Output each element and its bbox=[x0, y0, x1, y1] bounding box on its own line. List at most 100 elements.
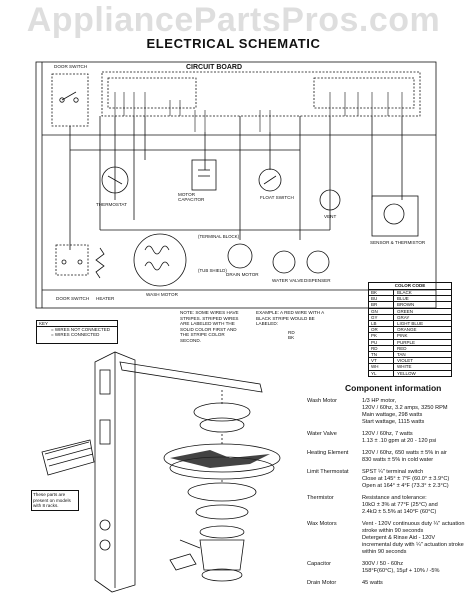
component-name: Drain Motor bbox=[307, 580, 337, 586]
color-name: LIGHT BLUE bbox=[397, 321, 424, 327]
schematic-title: ELECTRICAL SCHEMATIC bbox=[146, 36, 321, 51]
key-title: KEY bbox=[37, 321, 117, 327]
color-abbr: BR bbox=[369, 302, 394, 308]
water-valve-label: WATER VALVE bbox=[272, 278, 304, 283]
component-row: Wash Motor 1/3 HP motor, 120V / 60hz, 3.2… bbox=[307, 398, 465, 426]
component-name: Wash Motor bbox=[307, 398, 337, 404]
thermostat-symbol bbox=[101, 166, 129, 194]
stripe-note: NOTE: SOME WIRES HAVE STRIPES. STRIPED W… bbox=[180, 310, 239, 343]
heater-label: HEATER bbox=[96, 296, 115, 301]
wash-motor-label: WASH MOTOR bbox=[146, 292, 178, 297]
color-abbr: BU bbox=[369, 296, 394, 302]
component-spec: Resistance and tolerance: 10kΩ ± 3% at 7… bbox=[362, 495, 438, 515]
component-row: Water Valve 120V / 60hz, 7 watts 1.13 ± .… bbox=[307, 431, 465, 445]
component-row: Capacitor 300V / 50 - 60hz 158°F(60°C), 1… bbox=[307, 561, 465, 575]
impeller bbox=[199, 525, 245, 539]
color-name: TAN bbox=[397, 352, 406, 358]
component-name: Wax Motors bbox=[307, 521, 337, 527]
color-abbr: PU bbox=[369, 339, 394, 345]
component-spec: Vent - 120V continuous duty ¼" actuation… bbox=[362, 521, 465, 555]
drain-motor-symbol bbox=[227, 243, 253, 269]
thermostat-label: THERMOSTAT bbox=[96, 202, 127, 207]
component-row: Drain Motor 45 watts bbox=[307, 580, 465, 587]
component-name: Heating Element bbox=[307, 450, 349, 456]
component-name: Water Valve bbox=[307, 431, 337, 437]
color-abbr: TN bbox=[369, 352, 394, 358]
spray-arm-top bbox=[119, 361, 263, 393]
color-abbr: YL bbox=[369, 370, 394, 376]
circuit-board bbox=[101, 71, 421, 117]
color-abbr: LB bbox=[369, 321, 394, 327]
component-name: Limit Thermostat bbox=[307, 469, 349, 475]
wash-motor-symbol bbox=[133, 233, 187, 287]
color-name: BLACK bbox=[397, 290, 412, 295]
component-spec: 1/3 HP motor, 120V / 60hz, 3.2 amps, 325… bbox=[362, 398, 448, 425]
key-connected: = WIRES CONNECTED bbox=[51, 332, 100, 337]
color-name: GREEN bbox=[397, 308, 414, 314]
color-abbr: RD bbox=[369, 345, 394, 352]
drain-motor-part bbox=[169, 553, 197, 571]
component-name: Capacitor bbox=[307, 561, 331, 567]
component-row: Limit Thermostat SPST ¼" terminal switch … bbox=[307, 469, 465, 490]
color-abbr: PK bbox=[369, 333, 394, 339]
heater-symbol bbox=[95, 247, 105, 279]
color-name: WHITE bbox=[397, 364, 412, 370]
color-name: PINK bbox=[397, 333, 408, 339]
terminal-block-label: (TERMINAL BLOCK) bbox=[198, 234, 240, 239]
component-spec: 120V / 60hz, 650 watts ± 5% in air 830 w… bbox=[362, 450, 447, 463]
dispenser-symbol bbox=[306, 250, 330, 274]
color-name: RED bbox=[397, 345, 407, 351]
vent-symbol bbox=[319, 189, 341, 211]
key-not-connected: = WIRES NOT CONNECTED bbox=[51, 327, 111, 332]
parts-note: These parts are present on models with 8… bbox=[31, 490, 79, 511]
circuit-board-label: CIRCUIT BOARD bbox=[186, 64, 242, 71]
example-code: RD BK bbox=[288, 330, 295, 340]
color-abbr: WH bbox=[369, 364, 394, 370]
color-abbr: GN bbox=[369, 308, 394, 314]
color-code-title: COLOR CODE bbox=[369, 283, 451, 290]
drain-motor-label: DRAIN MOTOR bbox=[226, 272, 259, 277]
float-switch-symbol bbox=[258, 168, 282, 192]
component-information: Component information Wash Motor 1/3 HP m… bbox=[307, 383, 465, 592]
dispenser-label: DISPENSER bbox=[304, 278, 331, 283]
sensor-label: SENSOR & THERMISTOR bbox=[370, 240, 426, 245]
color-name: YELLOW bbox=[397, 370, 416, 376]
example-note: EXAMPLE: A RED WIRE WITH A BLACK STRIPE … bbox=[256, 310, 324, 327]
color-name: VIOLET bbox=[397, 358, 414, 364]
tub-shield-label: (TUB SHIELD) bbox=[198, 268, 227, 273]
component-spec: SPST ¼" terminal switch Close at 145° ± … bbox=[362, 469, 450, 489]
detergent-tray bbox=[41, 439, 95, 476]
component-spec: 120V / 60hz, 7 watts 1.13 ± .10 gpm at 2… bbox=[362, 431, 437, 444]
door-switch-top-label: DOOR SWITCH bbox=[54, 64, 88, 69]
water-valve-symbol bbox=[272, 250, 296, 274]
color-name: ORANGE bbox=[397, 327, 417, 333]
component-row: Heating Element 120V / 60hz, 650 watts ± … bbox=[307, 450, 465, 464]
door-switch-top bbox=[51, 73, 89, 127]
vent-label: VENT bbox=[324, 214, 337, 219]
color-name: BLUE bbox=[397, 296, 409, 302]
pump-motor-housing bbox=[199, 539, 245, 571]
component-spec: 45 watts bbox=[362, 580, 383, 586]
color-abbr: BK bbox=[369, 290, 394, 296]
door-switch-bottom-label: DOOR SWITCH bbox=[56, 296, 90, 301]
component-title: Component information bbox=[345, 383, 442, 393]
component-spec: 300V / 50 - 60hz 158°F(60°C), 15µf + 10%… bbox=[362, 561, 440, 574]
motor-capacitor-symbol bbox=[191, 159, 217, 191]
color-name: BROWN bbox=[397, 302, 415, 308]
schematic-frame bbox=[35, 61, 437, 309]
